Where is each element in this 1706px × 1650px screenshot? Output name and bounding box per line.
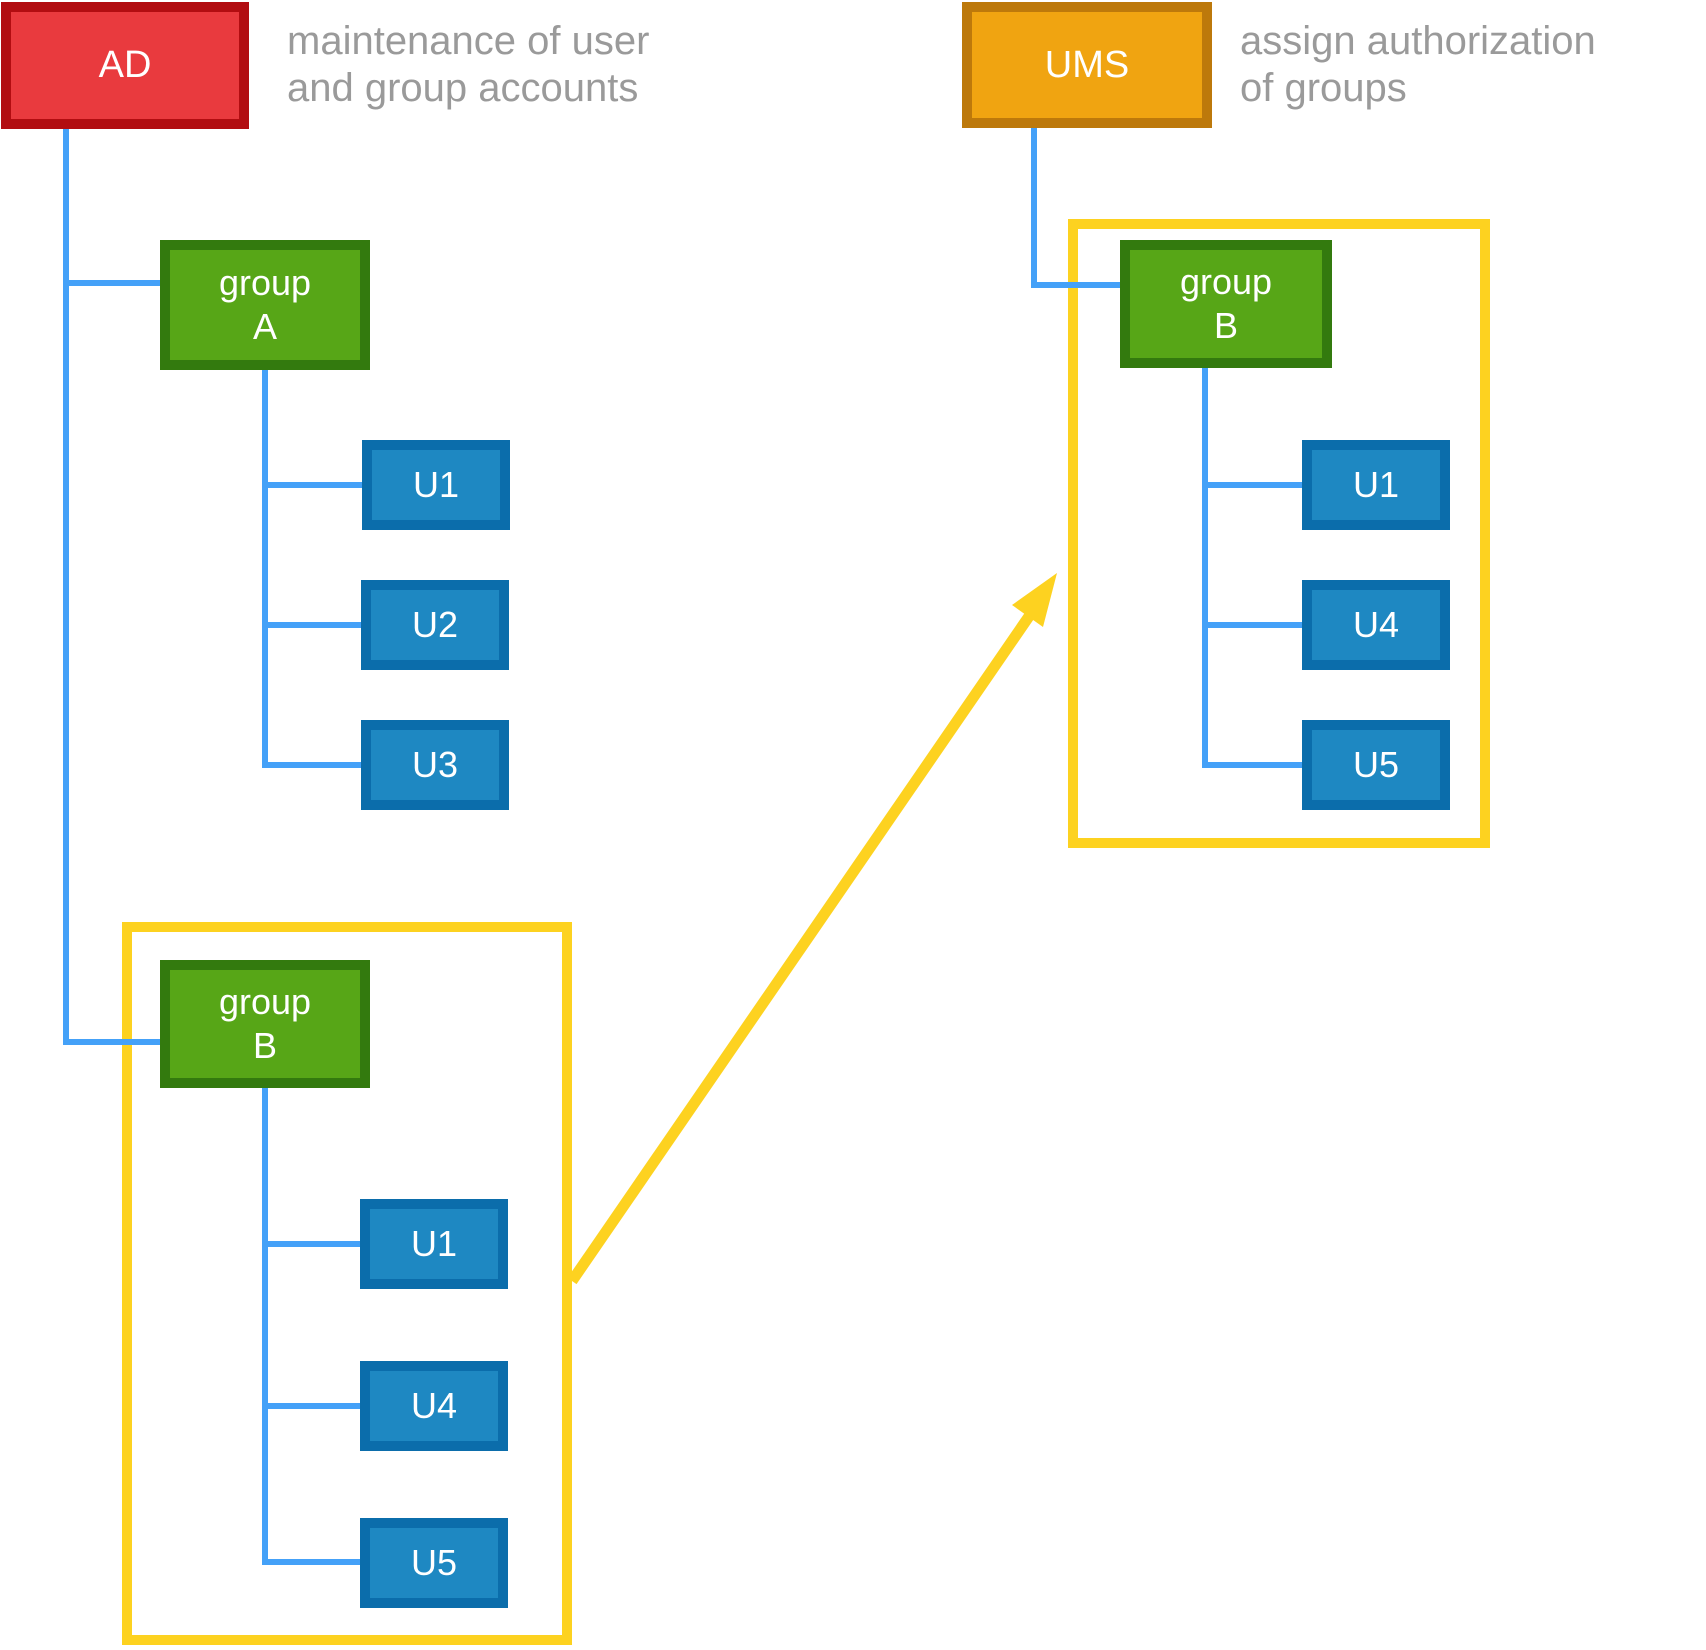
user-box-group-b-right-u5: U5 (1302, 720, 1450, 810)
group-b-left-label-line2: B (252, 1025, 277, 1066)
group-a-box: group A (160, 240, 370, 370)
connector-group-b-left-to-u4 (262, 1403, 360, 1409)
connector-group-b-left-to-u5 (262, 1559, 360, 1565)
user-box-group-b-left-u5: U5 (360, 1518, 508, 1608)
group-b-right-label-line1: group (1179, 261, 1273, 302)
user-box-group-b-right-u1: U1 (1302, 440, 1450, 530)
user-box-group-b-right-u4: U4 (1302, 580, 1450, 670)
connector-ad-to-group-b (63, 1039, 160, 1045)
connector-ad-to-group-a (63, 280, 160, 286)
ad-box: AD (1, 2, 249, 129)
connector-group-b-right-to-u1 (1202, 482, 1302, 488)
connector-group-b-left-trunk (262, 1087, 268, 1565)
connector-group-b-right-trunk (1202, 367, 1208, 766)
connector-group-b-right-to-u5 (1202, 762, 1302, 768)
connector-group-a-trunk (262, 369, 268, 768)
group-b-left-label-line1: group (218, 981, 312, 1022)
highlight-frame-group-b-left (122, 922, 572, 1645)
user-label: U3 (411, 744, 459, 785)
connector-ad-trunk (63, 129, 69, 1045)
user-label: U1 (410, 1223, 458, 1264)
user-label: U5 (1352, 744, 1400, 785)
user-box-group-a-u2: U2 (361, 580, 509, 670)
group-a-label-line1: group (218, 262, 312, 303)
ums-label: UMS (1044, 43, 1130, 86)
ad-label: AD (98, 44, 152, 86)
connector-group-a-to-u3 (262, 762, 362, 768)
connector-ums-trunk (1031, 127, 1037, 288)
user-label: U1 (1352, 464, 1400, 505)
user-box-group-b-left-u1: U1 (360, 1199, 508, 1289)
user-label: U4 (410, 1385, 458, 1426)
connector-group-b-right-to-u4 (1202, 622, 1302, 628)
ad-caption: maintenance of user and group accounts (287, 19, 650, 110)
connector-group-a-to-u2 (262, 622, 362, 628)
user-box-group-a-u3: U3 (361, 720, 509, 810)
connector-group-b-left-to-u1 (262, 1241, 360, 1247)
user-label: U1 (412, 464, 460, 505)
group-b-left-box: group B (160, 960, 370, 1088)
connector-group-a-to-u1 (262, 482, 362, 488)
group-b-right-label-line2: B (1213, 305, 1238, 346)
user-box-group-b-left-u4: U4 (360, 1361, 508, 1451)
user-label: U2 (411, 604, 459, 645)
user-label: U5 (410, 1542, 458, 1583)
ums-caption: assign authorization of groups (1240, 19, 1596, 110)
ums-box: UMS (962, 2, 1212, 128)
connector-ums-to-group-b (1031, 282, 1120, 288)
group-a-label-line2: A (252, 306, 277, 347)
highlight-frame-group-b-right (1068, 219, 1490, 848)
user-label: U4 (1352, 604, 1400, 645)
user-box-group-a-u1: U1 (362, 440, 510, 530)
group-b-right-box: group B (1120, 240, 1332, 368)
